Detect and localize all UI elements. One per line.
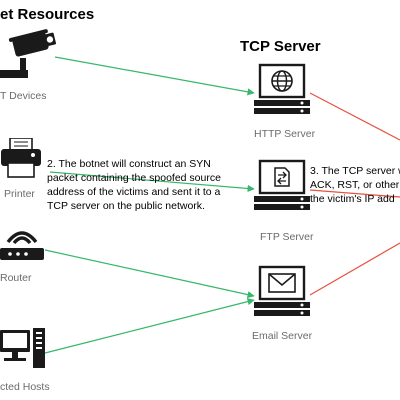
step-3-line-3: the victim's IP add bbox=[310, 193, 395, 205]
reflect-email-to-victim bbox=[309, 242, 400, 296]
ftp-server-label: FTP Server bbox=[260, 231, 314, 243]
arrow-iot-to-http bbox=[54, 56, 255, 96]
step-2-line-2: packet containing the spoofed source bbox=[47, 172, 221, 184]
step-3-line-2: ACK, RST, or other bbox=[310, 179, 400, 191]
reflect-http-to-victim bbox=[309, 92, 400, 141]
file-transfer-server-icon bbox=[254, 159, 310, 210]
printer-label: Printer bbox=[4, 188, 35, 200]
step-2-line-1: 2. The botnet will construct an SYN bbox=[47, 158, 211, 170]
email-server-label: Email Server bbox=[252, 330, 313, 342]
infected-hosts-label: cted Hosts bbox=[0, 381, 50, 393]
botnet-resources-title: et Resources bbox=[0, 6, 95, 23]
arrow-hosts-to-email bbox=[44, 298, 255, 354]
step-3-line-1: 3. The TCP server w bbox=[310, 165, 400, 177]
step-2-annotation: 2. The botnet will construct an SYN pack… bbox=[47, 157, 247, 213]
http-server-label: HTTP Server bbox=[254, 128, 316, 140]
iot-devices-label: T Devices bbox=[0, 90, 47, 102]
step-3-annotation: 3. The TCP server w ACK, RST, or other t… bbox=[310, 164, 400, 206]
desktop-computer-icon bbox=[0, 328, 45, 368]
tcp-server-title: TCP Server bbox=[240, 38, 321, 55]
step-2-line-3: address of the victims and sent it to a bbox=[47, 186, 221, 198]
mail-server-icon bbox=[254, 265, 310, 316]
router-label: Router bbox=[0, 272, 32, 284]
arrow-router-to-email bbox=[44, 249, 255, 299]
router-icon bbox=[0, 231, 44, 260]
globe-server-icon bbox=[254, 63, 310, 114]
camera-icon bbox=[0, 29, 57, 78]
step-2-line-4: TCP server on the public network. bbox=[47, 200, 205, 212]
printer-icon bbox=[1, 138, 41, 178]
